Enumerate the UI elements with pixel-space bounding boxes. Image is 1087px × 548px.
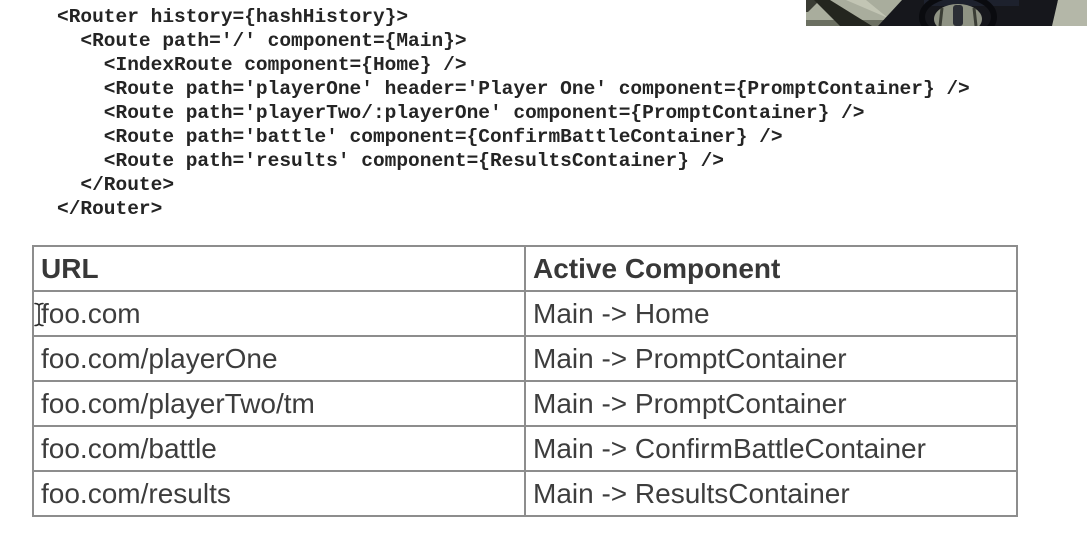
router-code-block: <Router history={hashHistory}> <Route pa… [57,5,970,221]
code-line: <Route path='battle' component={ConfirmB… [57,126,783,148]
code-line: </Route> [57,174,175,196]
code-line: <IndexRoute component={Home} /> [57,54,467,76]
code-line: <Route path='results' component={Results… [57,150,725,172]
text-cursor-ibeam-icon [33,302,45,327]
table-row: foo.com/results Main -> ResultsContainer [32,470,1018,517]
code-line: <Route path='playerOne' header='Player O… [57,78,970,100]
url-cell: foo.com/playerTwo/tm [32,380,526,427]
code-line: <Route path='/' component={Main}> [57,30,467,52]
url-cell: foo.com/results [32,470,526,517]
url-component-table: URL Active Component foo.com Main -> Hom… [32,245,1018,517]
table-row: foo.com Main -> Home [32,290,1018,337]
component-cell: Main -> PromptContainer [524,335,1018,382]
code-line: </Router> [57,198,163,220]
code-line: <Route path='playerTwo/:playerOne' compo… [57,102,865,124]
url-cell: foo.com/playerOne [32,335,526,382]
webcam-video-strip [806,0,1087,26]
component-cell: Main -> ResultsContainer [524,470,1018,517]
url-cell: foo.com [32,290,526,337]
url-cell: foo.com/battle [32,425,526,472]
table-header-row: URL Active Component [32,245,1018,292]
code-line: <Router history={hashHistory}> [57,6,409,28]
table-row: foo.com/playerOne Main -> PromptContaine… [32,335,1018,382]
component-cell: Main -> Home [524,290,1018,337]
component-cell: Main -> PromptContainer [524,380,1018,427]
component-cell: Main -> ConfirmBattleContainer [524,425,1018,472]
table-header-url: URL [32,245,526,292]
table-row: foo.com/playerTwo/tm Main -> PromptConta… [32,380,1018,427]
table-row: foo.com/battle Main -> ConfirmBattleCont… [32,425,1018,472]
webcam-overlay [806,0,1087,26]
table-header-active-component: Active Component [524,245,1018,292]
